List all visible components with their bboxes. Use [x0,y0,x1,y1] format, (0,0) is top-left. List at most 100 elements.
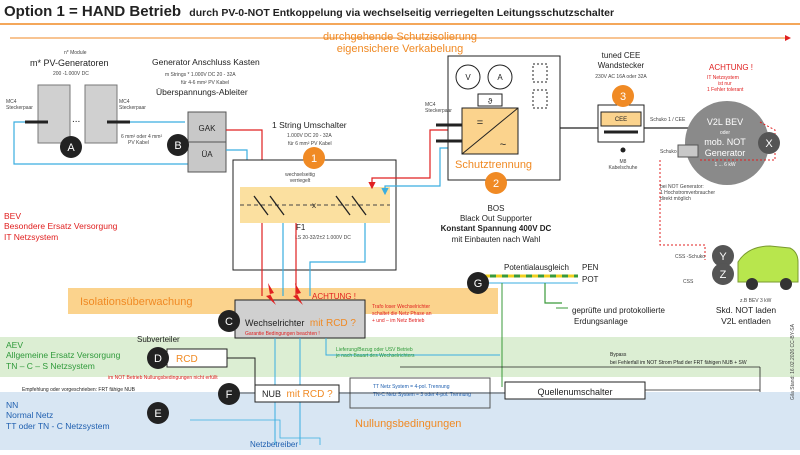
meter-theta-box [477,93,503,107]
svg-text:3: 3 [620,91,626,103]
switch-x-mark: x [312,201,316,210]
skd2: V2L entladen [721,316,771,326]
bev-label3: IT Netzsystem [4,232,58,242]
bypass2: bei Fehlerfall im NOT Strom Pfad der FRT… [610,360,747,366]
aev-label2: Allgemeine Ersatz Versorgung [6,350,121,360]
meter-theta-label: ϑ [488,97,493,106]
v2l-generator-icon [685,101,769,185]
car-note: z.B BEV 3 kW [740,298,772,304]
earth-label2: Erdungsanlage [574,317,628,326]
skd1: Skd. NOT laden [716,305,777,315]
switch-contact-2 [269,195,285,216]
operator-label: Netzbetreiber [250,440,298,449]
badge-A: A [60,136,82,158]
bos-cable-red [368,129,448,190]
bos-desc3: mit Einbauten nach Wahl [452,235,541,244]
pa-pot: POT [582,275,599,284]
source-switch-box [504,381,646,400]
cee-title2: Wandstecker [598,61,645,70]
cee-socket [600,111,642,127]
bypass1: Bypass [610,352,627,358]
nub-box [254,384,340,403]
bev-label1: BEV [4,211,21,221]
pa-pen: PEN [582,263,599,272]
svg-text:C: C [225,316,233,328]
v2l-schuko2: Schuko 2 [660,149,681,155]
nn-tnc: TN-C Netz System = 3 oder 4-pol. Trennun… [373,392,471,398]
badge-3: 3 [612,85,634,107]
pv-voltage: 200 -1.000V DC [53,71,89,77]
inverter-name: Wechselrichter mit RCD ? [245,318,356,329]
iso-label: Isolationsüberwachung [80,296,193,308]
svg-text:D: D [154,353,162,365]
pv-title: m* PV-Generatoren [30,58,109,68]
switch-spec1: 1.000V DC 20 - 32A [287,133,332,139]
svg-text:2: 2 [493,178,499,190]
converter-diagonal [461,107,519,155]
earth-line [544,283,562,304]
v2l-schuko1: Schuko 1 / CEE [650,117,686,123]
gak-box-top: GAK [199,124,217,133]
rcd-label: RCD [176,354,198,365]
gak-box-bottom: ÜA [201,150,213,159]
bos-desc1: Black Out Supporter [460,214,532,223]
v2l-socket [677,144,699,158]
v2l-name2: oder [720,130,730,136]
inverter-warn: ACHTUNG ! [312,292,356,301]
nub-cond: im NOT Betrieb Nullungsbedingungen nicht… [108,375,218,381]
svg-text:G: G [474,278,483,290]
fuse-spec: LS 20-32/2±2 1.000V DC [295,235,351,241]
css-label: CSS [683,279,694,285]
badge-Z: Z [712,263,734,285]
converter-dc: = [477,117,483,129]
switch-contact-1 [253,195,269,216]
v2l-name1: V2L BEV [707,117,743,127]
car-wheel-front [746,278,758,290]
meter-v-icon [455,64,481,90]
car-icon [737,245,799,283]
gak-title: Generator Anschluss Kasten [152,57,260,67]
cee-terminal [620,147,626,153]
bos-label: Schutztrennung [455,159,532,171]
bos-name: BOS [488,204,505,213]
badge-D: D [147,347,169,369]
source-switch-label: Quellenumschalter [537,387,612,397]
nn-band [0,392,800,450]
cee-box-label: CEE [615,117,627,123]
badge-B: B [167,134,189,156]
cee-title1: tuned CEE [602,51,641,60]
badge-F: F [218,383,240,405]
switch-contact-4 [351,195,367,216]
badge-2: 2 [485,172,507,194]
inverter-guarantee: Garantie Bedingungen beachten ! [245,331,320,337]
nn-label3: TT oder TN - C Netzsystem [6,421,110,431]
meter-a-label: A [497,73,503,82]
inverter-out-1 [325,338,500,356]
bos-cable-blue [381,147,448,196]
band1-label: durchgehende Schutzisolierung [323,31,477,43]
css-schuko-label: CSS -Schuko [675,254,705,260]
switch-title: 1 String Umschalter [272,120,347,130]
rcd-out [227,357,256,390]
svg-text:A: A [67,142,75,154]
nn-label1: NN [6,400,18,410]
pv-dots: ... [72,114,80,125]
svg-text:1: 1 [311,153,317,165]
badge-X: X [758,132,780,154]
v2l-name3: mob. NOT [704,137,746,147]
v2l-power: 1 ... 6 kW [714,162,735,168]
aev-label3: TN – C – S Netzsystem [6,361,95,371]
switch-contact-3 [335,195,351,216]
pa-label: Potentialausgleich [504,263,569,272]
switch-spec2: für 6 mm² PV Kabel [288,141,332,147]
nn-recommend: Empfehlung oder vorgeschrieben: FRT fähi… [22,387,136,393]
